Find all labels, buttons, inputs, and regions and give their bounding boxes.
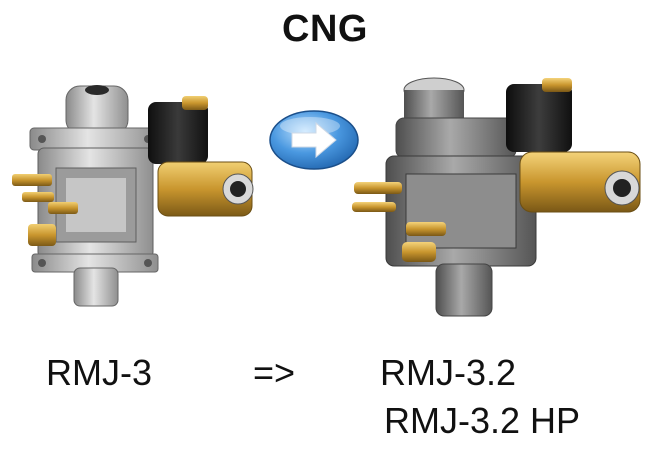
rmj-3-2-hp-label: RMJ-3.2 HP	[384, 400, 581, 441]
rmj-3-2-label: RMJ-3.2	[380, 352, 517, 393]
rmj-3-label: RMJ-3	[46, 352, 152, 393]
rmj-3-regulator-image	[8, 82, 258, 312]
arrow-text: =>	[253, 352, 296, 393]
arrow-right-icon	[268, 108, 360, 177]
rmj-3-2-regulator-image	[346, 70, 646, 330]
page-title: CNG	[282, 8, 368, 50]
